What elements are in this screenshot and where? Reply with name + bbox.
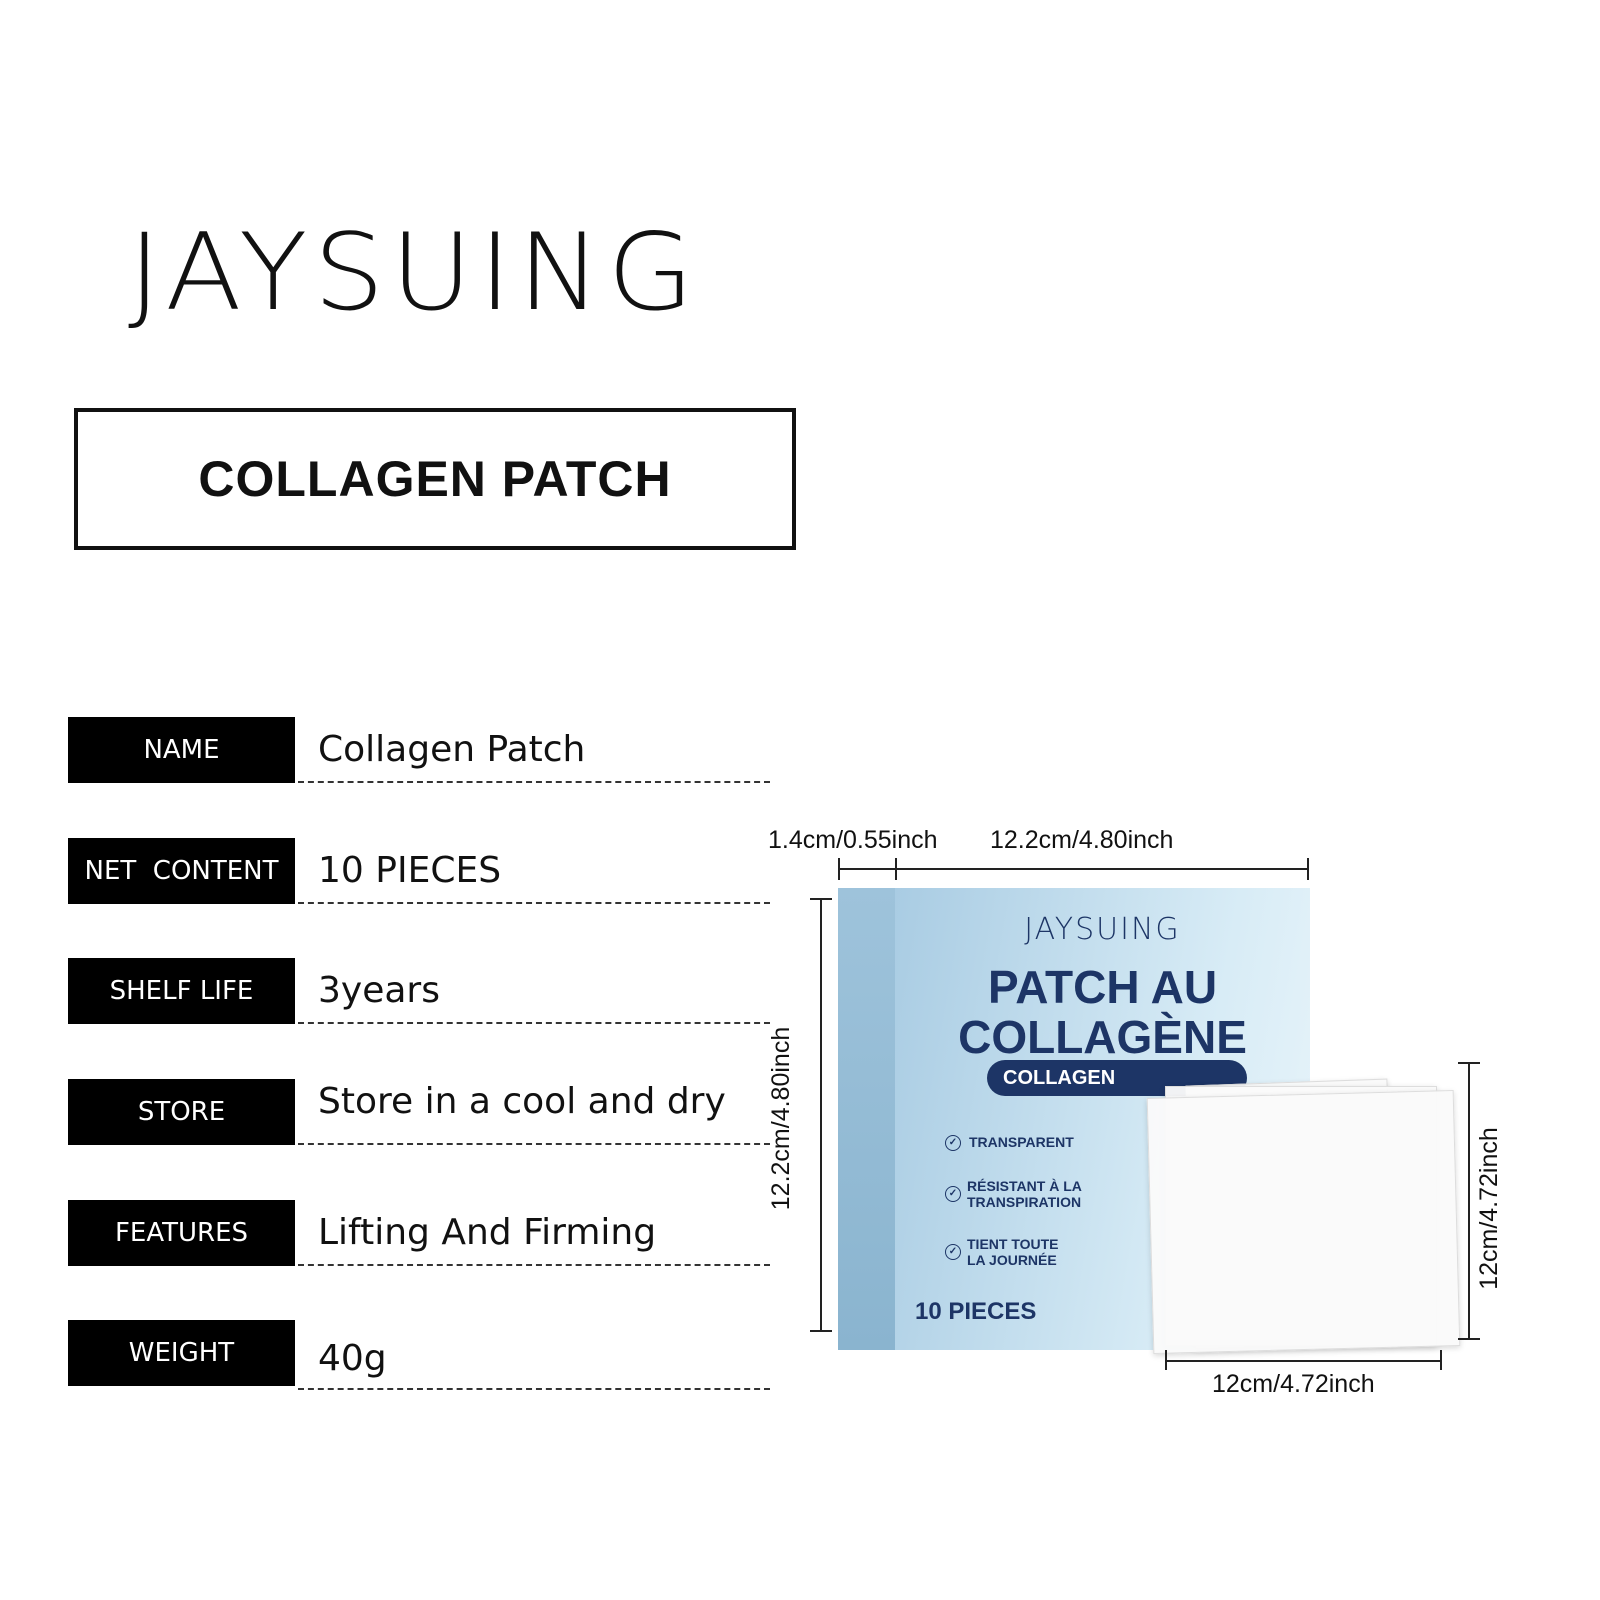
divider — [298, 1388, 770, 1390]
dimension-tick — [895, 858, 897, 880]
patch-width-label: 12cm/4.72inch — [1212, 1370, 1375, 1398]
title-box: COLLAGEN PATCH — [74, 408, 796, 550]
brand-logo: JAYSUING — [128, 211, 701, 335]
spec-value: Lifting And Firming — [318, 1212, 657, 1253]
dimension-line — [1166, 1360, 1442, 1362]
box-title-line1: PATCH AU — [987, 961, 1218, 1013]
box-feature: ✓RÉSISTANT À LA TRANSPIRATION — [945, 1178, 1082, 1210]
dimension-tick — [838, 858, 840, 880]
spec-row-shelf-life: SHELF LIFE 3years — [68, 958, 770, 1024]
box-feature: ✓TRANSPARENT — [945, 1134, 1074, 1152]
spec-label: STORE — [68, 1079, 295, 1145]
divider — [298, 1143, 770, 1145]
dimension-line — [1468, 1062, 1470, 1340]
check-icon: ✓ — [945, 1186, 961, 1202]
product-title: COLLAGEN PATCH — [198, 451, 672, 507]
spec-row-name: NAME Collagen Patch — [68, 717, 770, 783]
spec-row-store: STORE Store in a cool and dry — [68, 1079, 770, 1145]
box-height-label: 12.2cm/4.80inch — [767, 1026, 796, 1211]
patch-sheet — [1146, 1090, 1461, 1354]
dimension-tick — [1165, 1350, 1167, 1370]
divider — [298, 1022, 770, 1024]
dimension-line — [820, 898, 822, 1332]
spec-label: WEIGHT — [68, 1320, 295, 1386]
spec-value: 40g — [318, 1338, 387, 1379]
divider — [298, 781, 770, 783]
spec-label: NAME — [68, 717, 295, 783]
box-count: 10 PIECES — [915, 1298, 1037, 1325]
box-feature: ✓TIENT TOUTE LA JOURNÉE — [945, 1236, 1059, 1268]
spec-label: NET CONTENT — [68, 838, 295, 904]
spec-value: Store in a cool and dry — [318, 1081, 726, 1122]
patch-height-label: 12cm/4.72inch — [1474, 1127, 1503, 1290]
divider — [298, 902, 770, 904]
spec-row-net-content: NET CONTENT 10 PIECES — [68, 838, 770, 904]
dimension-tick — [1458, 1062, 1480, 1064]
spec-row-weight: WEIGHT 40g — [68, 1320, 770, 1390]
dimension-tick — [810, 898, 832, 900]
spec-row-features: FEATURES Lifting And Firming — [68, 1200, 770, 1266]
dimension-tick — [1458, 1338, 1480, 1340]
side-depth-label: 1.4cm/0.55inch — [768, 826, 938, 854]
spec-value: 3years — [318, 970, 440, 1011]
divider — [298, 1264, 770, 1266]
check-icon: ✓ — [945, 1244, 961, 1260]
box-side-panel — [838, 888, 895, 1350]
spec-value: 10 PIECES — [318, 850, 502, 891]
dimension-tick — [1307, 858, 1309, 880]
box-width-label: 12.2cm/4.80inch — [990, 826, 1174, 854]
spec-label: SHELF LIFE — [68, 958, 295, 1024]
dimension-line — [838, 868, 1308, 870]
box-title-line2: COLLAGÈNE — [958, 1011, 1247, 1063]
box-brand: JAYSUING — [1024, 912, 1181, 947]
spec-label: FEATURES — [68, 1200, 295, 1266]
check-icon: ✓ — [945, 1135, 961, 1152]
dimension-tick — [810, 1330, 832, 1332]
dimension-tick — [1440, 1350, 1442, 1370]
spec-value: Collagen Patch — [318, 729, 586, 770]
